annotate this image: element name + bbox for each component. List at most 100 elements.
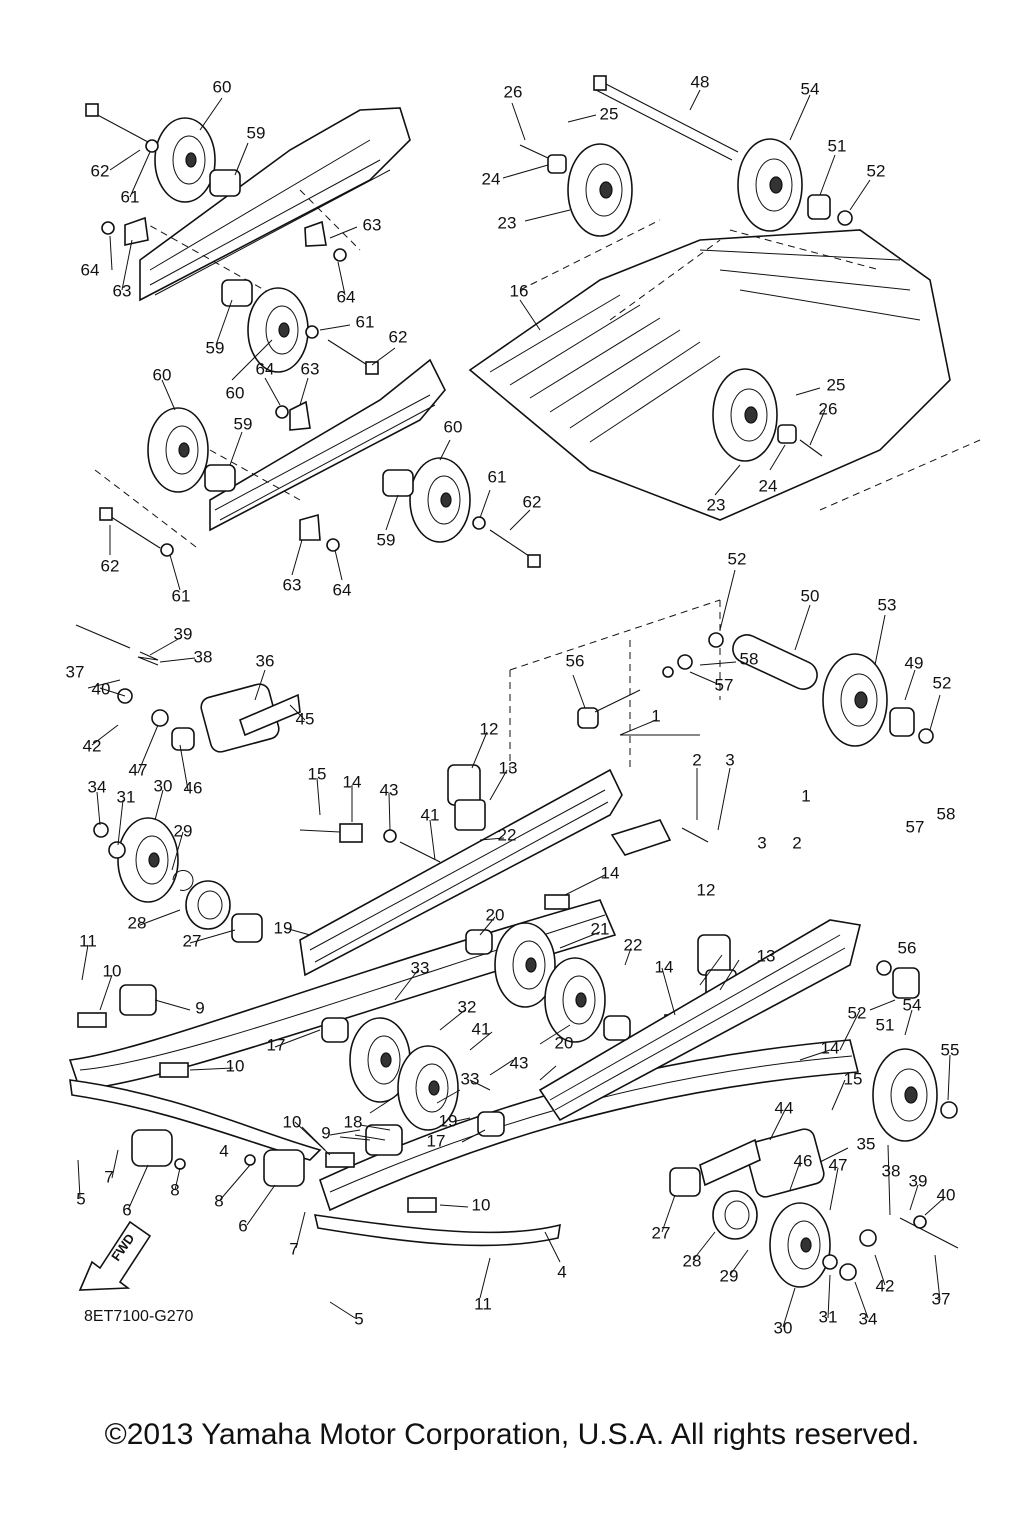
callout: 43: [380, 780, 399, 799]
callout: 20: [486, 905, 505, 924]
wheel-21-a: [494, 922, 556, 1008]
callout: 34: [859, 1309, 878, 1328]
callout: 16: [510, 281, 529, 300]
callout: 26: [504, 82, 523, 101]
idler-wheel-60-a: [154, 117, 216, 203]
callout: 60: [153, 365, 172, 384]
callout: 8: [214, 1191, 223, 1210]
callout: 43: [510, 1053, 529, 1072]
callout: 49: [905, 653, 924, 672]
stopper-35: [745, 1128, 825, 1198]
callout: 60: [444, 417, 463, 436]
callout: 60: [226, 383, 245, 402]
callout: 27: [183, 931, 202, 950]
callout: 39: [909, 1171, 928, 1190]
callout: 62: [389, 327, 408, 346]
callout: 28: [128, 913, 147, 932]
callout: 37: [66, 662, 85, 681]
callout: 50: [801, 586, 820, 605]
callout: 40: [937, 1185, 956, 1204]
callout: 5: [354, 1309, 363, 1328]
callout: 13: [499, 758, 518, 777]
collar-59-a: [209, 169, 241, 197]
left-mechanism-group: [75, 624, 441, 943]
callout: 39: [174, 624, 193, 643]
idler-wheel-60-d: [409, 457, 471, 543]
callout: 10: [103, 961, 122, 980]
callout: 23: [498, 213, 517, 232]
callout: 44: [775, 1098, 794, 1117]
callout: 46: [794, 1151, 813, 1170]
callout: 61: [488, 467, 507, 486]
callout: 59: [234, 414, 253, 433]
callout: 36: [256, 651, 275, 670]
callout: 56: [566, 651, 585, 670]
wheel-53: [822, 653, 888, 747]
leader-lines: [77, 89, 951, 1328]
callout: 52: [933, 673, 952, 692]
callout: 27: [652, 1223, 671, 1242]
callout: 12: [480, 719, 499, 738]
callout: 25: [600, 104, 619, 123]
callout: 52: [867, 161, 886, 180]
front-arm-plate: [299, 768, 623, 977]
callout-labels: 60 59 62 61 63 64 63 64 59 61 62 60 60 6…: [66, 72, 960, 1337]
callout: 10: [472, 1195, 491, 1214]
copyright-text: ©2013 Yamaha Motor Corporation, U.S.A. A…: [104, 1418, 920, 1451]
track-16: [468, 229, 951, 521]
callout: 64: [337, 287, 356, 306]
callout: 63: [283, 575, 302, 594]
callout: 4: [219, 1141, 228, 1160]
callout: 46: [184, 778, 203, 797]
collar-59-b: [221, 279, 253, 307]
bolt-62-c: [99, 507, 113, 521]
callout: 2: [792, 833, 801, 852]
idler-wheel-60-b: [247, 287, 309, 373]
callout: 8: [170, 1180, 179, 1199]
callout: 61: [121, 187, 140, 206]
callout: 7: [104, 1167, 113, 1186]
callout: 45: [296, 709, 315, 728]
callout: 51: [876, 1015, 895, 1034]
callout: 24: [759, 476, 778, 495]
callout: 14: [821, 1038, 840, 1057]
callout: 7: [289, 1239, 298, 1258]
rail-plate-lower: [209, 358, 446, 532]
callout: 28: [683, 1251, 702, 1270]
callout: 35: [857, 1134, 876, 1153]
callout: 61: [172, 586, 191, 605]
callout: 38: [194, 647, 213, 666]
callout: 31: [819, 1307, 838, 1326]
callout: 58: [740, 649, 759, 668]
callout: 59: [206, 338, 225, 357]
collar-59-d: [382, 469, 414, 497]
wheel-18-b: [397, 1045, 459, 1131]
callout: 1: [651, 706, 660, 725]
upper-left-rail-group: [85, 103, 541, 568]
callout: 42: [876, 1276, 895, 1295]
slide-rail-4-left: [69, 1079, 322, 1161]
track-group: [468, 75, 981, 521]
callout: 17: [267, 1035, 286, 1054]
slide-rails-group: [68, 899, 959, 1288]
callout: 55: [941, 1040, 960, 1059]
callout: 26: [819, 399, 838, 418]
callout: 4: [557, 1262, 566, 1281]
callout: 41: [472, 1019, 491, 1038]
callout: 18: [344, 1112, 363, 1131]
callout: 20: [555, 1033, 574, 1052]
callout: 54: [801, 79, 820, 98]
diagram-code: 8ET7100-G270: [84, 1308, 194, 1325]
callout: 62: [523, 492, 542, 511]
rear-wheel-23-a: [567, 143, 633, 237]
callout: 24: [482, 169, 501, 188]
callout: 34: [88, 777, 107, 796]
callout: 31: [117, 787, 136, 806]
wheel-30-a: [117, 817, 179, 903]
bolt-62-d: [527, 554, 541, 568]
wheel-18-a: [349, 1017, 411, 1103]
idler-wheel-60-c: [147, 407, 209, 493]
callout: 21: [591, 919, 610, 938]
callout: 40: [92, 679, 111, 698]
callout: 61: [356, 312, 375, 331]
